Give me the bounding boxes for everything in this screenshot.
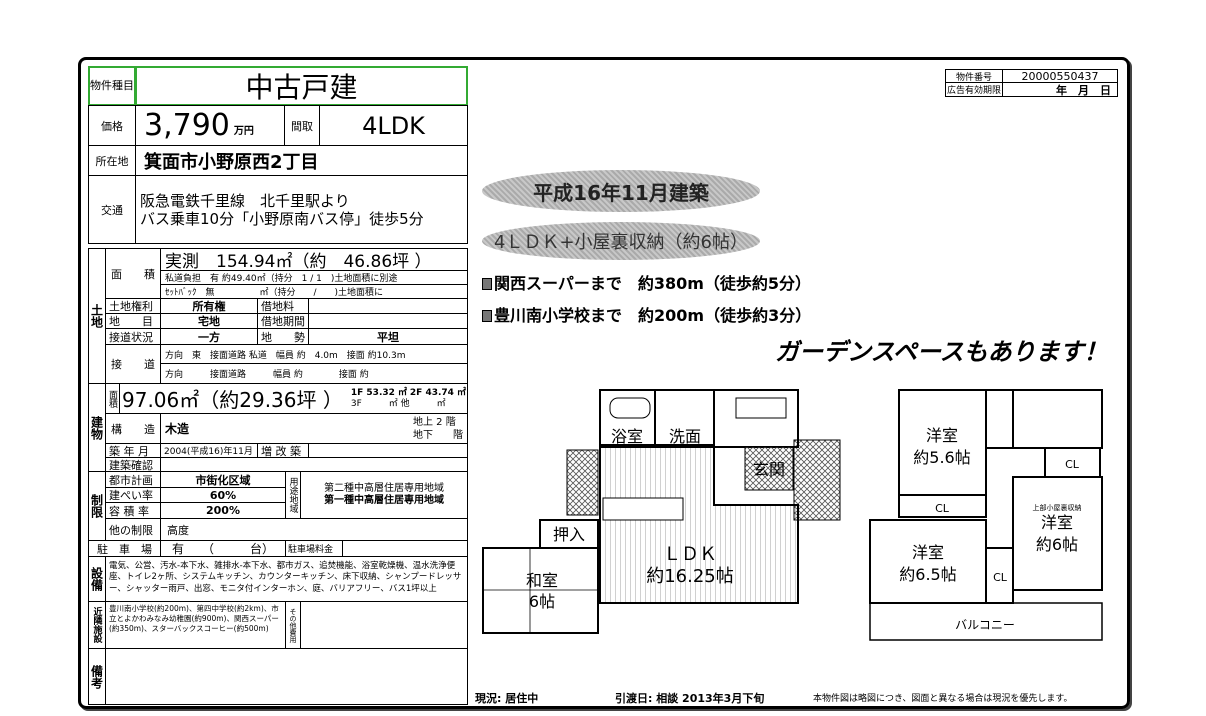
room-a-label: 洋室 [926,426,958,445]
price-value: 3,790 [144,108,230,143]
washitsu-size: 6帖 [529,592,555,611]
garden-highlight: ガーデンスペースもあります！ [775,338,1108,366]
nearby-highlight-1: 関西スーパーまで 約380m（徒歩約5分） [482,270,811,294]
terrace-right [793,439,841,521]
transport-line-2: バス乗車10分「小野原南バス停」徒歩5分 [140,209,424,228]
floors-above: 地上 2 階 [413,416,456,428]
closet-a-label: CL [935,502,950,515]
floor-3f: 3F ㎡ 他 ㎡ [350,398,446,409]
room-c-size: 約6帖 [1036,535,1078,554]
room-b-size: 約6.5帖 [899,565,956,584]
transport: 阪急電鉄千里線 北千里駅より バス乗車10分「小野原南バス停」徒歩5分 [135,175,468,244]
kitchen-counter [602,497,684,521]
balcony [869,602,1103,641]
bullet-square-icon [482,278,492,290]
floor-2f: 2F 43.74 ㎡ [409,387,467,398]
ldk-label: ＬＤＫ [663,544,717,565]
status: 現況: 居住中 [475,692,539,705]
transport-line-1: 阪急電鉄千里線 北千里駅より [140,191,350,210]
floor-1f: 1F 53.32 ㎡ [350,387,408,398]
building-area-value: 97.06㎡（約29.36坪 ） [122,388,343,412]
room-washitsu [482,547,599,634]
remarks-value [105,648,468,705]
floors-below: 地下 階 [413,429,463,441]
toilet-2f [985,389,1014,449]
bathtub [609,397,651,419]
washitsu-label: 和室 [526,571,558,590]
bath-label: 浴室 [611,427,643,446]
attic-label: 上部小屋裏収納 [1033,503,1082,512]
ldk-size: 約16.25帖 [646,566,734,587]
wash-label: 洗面 [669,427,701,446]
balcony-label: バルコニー [955,618,1015,632]
room-ldk [599,446,799,604]
room-c-label: 洋室 [1041,513,1073,532]
layout-badge: 4ＬＤＫ+小屋裏収納（約6帖） [482,222,760,260]
structure-value: 木造 [165,422,190,436]
entrance-label: 玄関 [753,460,785,479]
nearby-highlight-2: 豊川南小学校まで 約200m（徒歩約3分） [482,302,811,326]
zone-2: 第一種中高層住居専用地域 [324,495,444,506]
room-entrance [744,446,794,491]
bullet-square-icon [482,310,492,322]
document-frame [78,57,1130,709]
handover: 引渡日: 相談 2013年3月下旬 [615,692,765,705]
price-unit: 万円 [233,126,254,137]
built-date-badge: 平成16年11月建築 [482,170,760,212]
terrace-left [566,449,599,516]
room-closet [539,519,599,549]
ad-valid-value: 年 月 日 [1002,82,1118,97]
closet-b-label: CL [993,571,1008,584]
closet-top-label: CL [1065,458,1080,471]
closet-label: 押入 [553,525,585,544]
room-western-c [1012,476,1103,591]
zone-1: 第二種中高層住居専用地域 [324,483,444,494]
room-b-label: 洋室 [912,543,944,562]
disclaimer: 本物件図は略図につき、図面と異なる場合は現況を優先します。 [813,694,1073,704]
toilet [735,397,787,419]
stairs-2f [1012,389,1103,449]
building-area: 97.06㎡（約29.36坪 ） 1F 53.32 ㎡ 2F 43.74 ㎡ 3… [119,383,468,414]
room-a-size: 約5.6帖 [913,448,970,467]
closet-a [898,494,987,518]
